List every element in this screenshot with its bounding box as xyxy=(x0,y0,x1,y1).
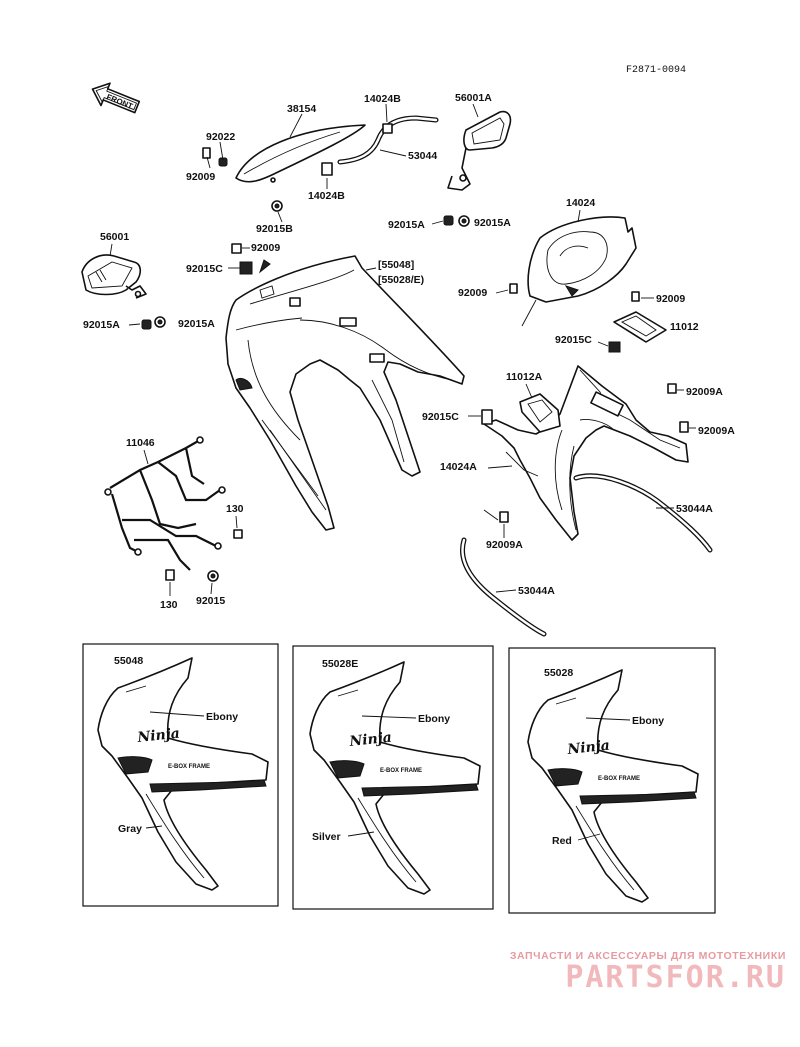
label-53044a-right: 53044A xyxy=(676,503,713,515)
variant-1-part: 55048 xyxy=(114,655,143,667)
variant-3-brand: Ninja xyxy=(566,738,611,758)
label-92015b: 92015B xyxy=(256,223,293,235)
part-53044-shape xyxy=(321,115,439,176)
inner-panel-shape xyxy=(481,365,689,541)
label-92015a-right: 92015A xyxy=(474,217,511,229)
label-92009-left: 92009 xyxy=(186,171,215,183)
variant-panel-1: 55048 Ninja E-BOX FRAME Ebony Gray xyxy=(82,643,279,907)
label-14024b-top: 14024B xyxy=(364,93,401,105)
variant-2-lower-color: Silver xyxy=(312,831,341,843)
label-92009-cowl: 92009 xyxy=(251,242,280,254)
label-53044: 53044 xyxy=(408,150,437,162)
label-55048-bracket: [55048] xyxy=(378,259,414,271)
variant-1-frame: E-BOX FRAME xyxy=(168,764,210,770)
label-130-right: 130 xyxy=(226,503,244,515)
mirror-56001-shape xyxy=(81,254,147,299)
trim-53044a-right-shape xyxy=(573,473,713,553)
label-53044a-bottom: 53044A xyxy=(518,585,555,597)
stay-11046-shape xyxy=(104,436,243,582)
watermark: ЗАПЧАСТИ И АКСЕССУАРЫ ДЛЯ МОТОТЕХНИКИ PA… xyxy=(510,950,786,994)
diagram-ref-code: F2871-0094 xyxy=(626,65,686,76)
screw-92009-panel xyxy=(509,283,518,294)
part-11012-shape xyxy=(613,311,667,343)
variant-3-part: 55028 xyxy=(544,667,573,679)
label-11012: 11012 xyxy=(670,321,699,333)
clip-92015c-cowl xyxy=(239,261,253,275)
label-92022: 92022 xyxy=(206,131,235,143)
variant-2-part: 55028E xyxy=(322,658,358,670)
label-92009a-right-2: 92009A xyxy=(698,425,735,437)
front-arrow-icon: FRONT xyxy=(91,82,141,114)
nut-pair-left-shape xyxy=(141,316,166,330)
trim-53044a-bottom-shape xyxy=(460,537,547,637)
label-14024b-mid: 14024B xyxy=(308,190,345,202)
label-92009-right: 92009 xyxy=(656,293,685,305)
label-56001: 56001 xyxy=(100,231,129,243)
watermark-subtitle: ЗАПЧАСТИ И АКСЕССУАРЫ ДЛЯ МОТОТЕХНИКИ xyxy=(509,950,786,962)
label-55028e-bracket: [55028/E) xyxy=(378,274,424,286)
label-92015a-mid-right: 92015A xyxy=(178,318,215,330)
part-14024-shape xyxy=(527,216,637,303)
variant-panel-3: 55028 Ninja E-BOX FRAME Ebony Red xyxy=(508,647,716,914)
label-92015a-left: 92015A xyxy=(388,219,425,231)
variant-1-brand: Ninja xyxy=(136,726,181,746)
screw-92009-right xyxy=(631,291,640,302)
label-130-bottom: 130 xyxy=(160,599,178,611)
label-56001a: 56001A xyxy=(455,92,492,104)
label-92009-panel: 92009 xyxy=(458,287,487,299)
label-92015c-left: 92015C xyxy=(422,411,459,423)
label-11046: 11046 xyxy=(126,437,155,449)
variant-panel-2: 55028E Ninja E-BOX FRAME Ebony Silver xyxy=(292,645,494,910)
label-92009a-bottom: 92009A xyxy=(486,539,523,551)
nut-pair-top-shape xyxy=(443,215,470,227)
label-11012a: 11012A xyxy=(506,371,543,383)
variant-3-frame: E-BOX FRAME xyxy=(598,776,640,782)
variant-3-lower-color: Red xyxy=(552,835,572,847)
clip-92015c-right xyxy=(608,341,621,353)
label-14024: 14024 xyxy=(566,197,595,209)
label-92015c-cowl: 92015C xyxy=(186,263,223,275)
label-92009a-right-1: 92009A xyxy=(686,386,723,398)
label-14024a: 14024A xyxy=(440,461,477,473)
nut-92009-cowl xyxy=(231,243,242,254)
variant-2-brand: Ninja xyxy=(348,730,393,750)
part-38154-shape xyxy=(202,124,366,212)
label-92015-bottom: 92015 xyxy=(196,595,225,607)
variant-1-upper-color: Ebony xyxy=(206,711,238,723)
variant-2-upper-color: Ebony xyxy=(418,713,450,725)
variant-3-upper-color: Ebony xyxy=(632,715,664,727)
variant-1-lower-color: Gray xyxy=(118,823,142,835)
label-38154: 38154 xyxy=(287,103,316,115)
watermark-brand: PARTSFOR.RU xyxy=(565,960,786,995)
label-92015a-mid-left: 92015A xyxy=(83,319,120,331)
mirror-56001a-shape xyxy=(447,110,512,191)
label-92015c-right: 92015C xyxy=(555,334,592,346)
variant-2-frame: E-BOX FRAME xyxy=(380,768,422,774)
upper-cowl-shape xyxy=(225,255,465,531)
